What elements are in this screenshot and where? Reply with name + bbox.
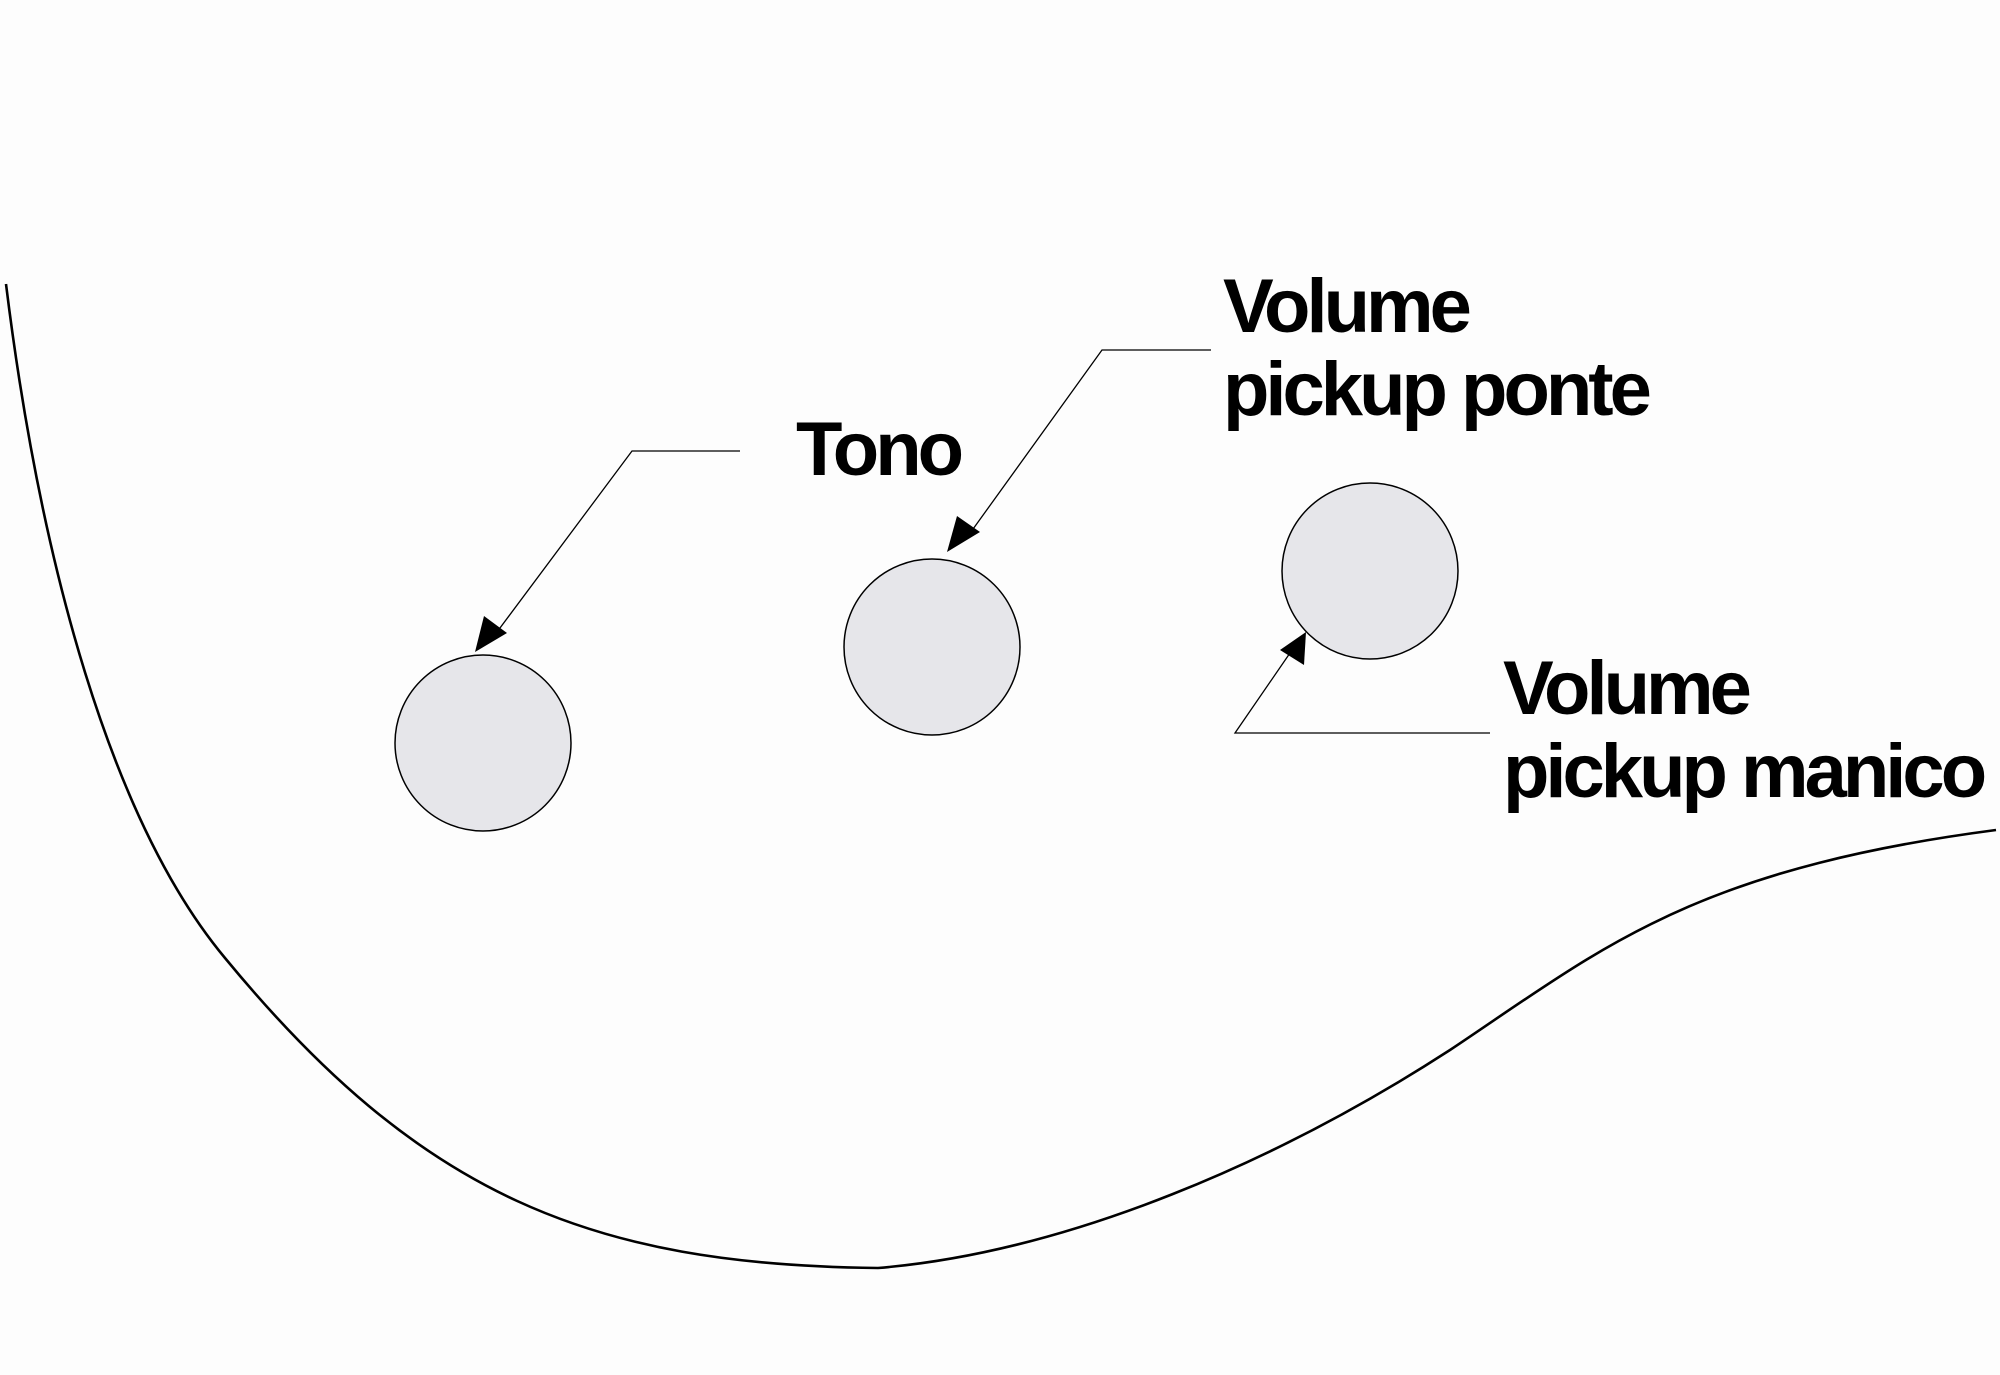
tone-label: Tono — [796, 407, 962, 492]
bridge-volume-leader — [947, 349, 1211, 552]
bridge-volume-label-line2: pickup ponte — [1223, 347, 1650, 432]
tone-leader — [475, 450, 740, 652]
tone-knob[interactable] — [394, 654, 572, 832]
neck-volume-label-line2: pickup manico — [1503, 729, 1985, 814]
bridge-volume-knob[interactable] — [843, 558, 1021, 736]
neck-volume-knob[interactable] — [1281, 482, 1459, 660]
guitar-body-outline — [4, 283, 1997, 1270]
bridge-volume-label-line1: Volume — [1223, 264, 1470, 349]
neck-volume-arrowhead — [1280, 632, 1306, 665]
neck-volume-label-line1: Volume — [1503, 646, 1750, 731]
tone-arrowhead — [475, 616, 507, 652]
neck-volume-leader — [1233, 632, 1490, 734]
bridge-volume-arrowhead — [947, 516, 980, 552]
